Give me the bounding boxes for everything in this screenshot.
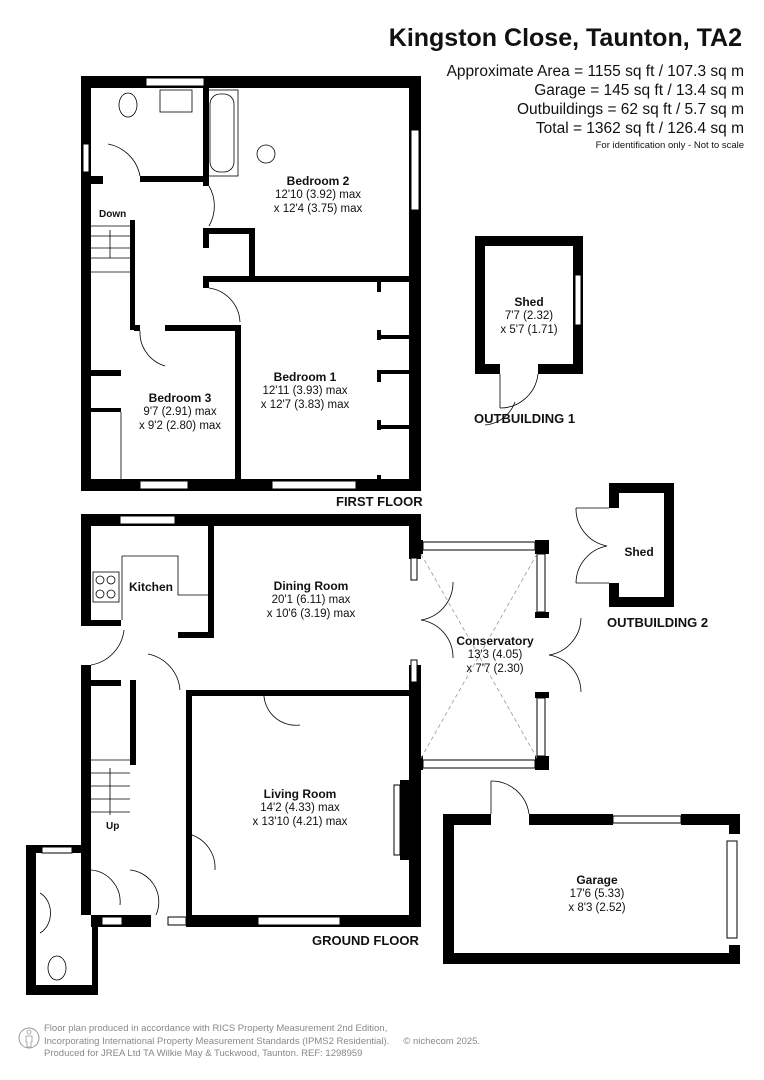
room-dimension: 12'10 (3.92) max bbox=[275, 189, 361, 201]
room-shed-2: Shed bbox=[624, 545, 653, 559]
room-dimension: x 8'3 (2.52) bbox=[568, 902, 626, 914]
room-name: Kitchen bbox=[128, 580, 174, 594]
room-dimension: 14'2 (4.33) max bbox=[260, 802, 340, 814]
outbuilding-2-label: OUTBUILDING 2 bbox=[607, 615, 709, 630]
room-bedroom-2: Bedroom 2 12'10 (3.92) max x 12'4 (3.75)… bbox=[274, 174, 363, 216]
stairs-down-label: Down bbox=[99, 209, 127, 220]
room-bedroom-1: Bedroom 1 12'11 (3.93) max x 12'7 (3.83)… bbox=[261, 370, 350, 412]
footer-line-1: Floor plan produced in accordance with R… bbox=[44, 1023, 388, 1034]
room-dimension: x 12'7 (3.83) max bbox=[260, 399, 350, 411]
room-dimension: x 13'10 (4.21) max bbox=[252, 816, 348, 828]
room-dimension: 17'6 (5.33) bbox=[569, 888, 625, 900]
room-name: Shed bbox=[624, 545, 654, 559]
room-name: Bedroom 1 bbox=[273, 370, 337, 384]
room-living-room: Living Room 14'2 (4.33) max x 13'10 (4.2… bbox=[253, 787, 348, 829]
stairs-up-label: Up bbox=[106, 821, 120, 832]
disclaimer: For identification only - Not to scale bbox=[595, 140, 744, 151]
ground-floor-label: GROUND FLOOR bbox=[312, 933, 419, 948]
person-icon bbox=[18, 1027, 40, 1049]
room-name: Bedroom 3 bbox=[148, 391, 212, 405]
area-approximate: Approximate Area = 1155 sq ft / 107.3 sq… bbox=[446, 63, 744, 80]
outbuilding-1-label: OUTBUILDING 1 bbox=[474, 411, 576, 426]
area-outbuildings: Outbuildings = 62 sq ft / 5.7 sq m bbox=[516, 101, 744, 118]
room-name: Shed bbox=[514, 295, 544, 309]
area-summary: Approximate Area = 1155 sq ft / 107.3 sq… bbox=[447, 62, 744, 138]
room-dimension: 20'1 (6.11) max bbox=[271, 594, 351, 606]
room-dimension: 13'3 (4.05) bbox=[467, 649, 523, 661]
room-dimension: 9'7 (2.91) max bbox=[143, 406, 217, 418]
room-kitchen: Kitchen bbox=[129, 580, 173, 594]
area-garage: Garage = 145 sq ft / 13.4 sq m bbox=[534, 82, 744, 99]
room-dimension: 7'7 (2.32) bbox=[504, 310, 554, 322]
room-conservatory: Conservatory 13'3 (4.05) x 7'7 (2.30) bbox=[456, 634, 533, 676]
room-dimension: 12'11 (3.93) max bbox=[262, 385, 348, 397]
room-dimension: x 7'7 (2.30) bbox=[466, 663, 524, 675]
room-name: Conservatory bbox=[456, 634, 534, 648]
room-bedroom-3: Bedroom 3 9'7 (2.91) max x 9'2 (2.80) ma… bbox=[139, 391, 221, 433]
room-dimension: x 5'7 (1.71) bbox=[500, 324, 558, 336]
room-name: Dining Room bbox=[273, 579, 349, 593]
first-floor-label: FIRST FLOOR bbox=[336, 494, 423, 509]
room-dining-room: Dining Room 20'1 (6.11) max x 10'6 (3.19… bbox=[267, 579, 356, 621]
property-title: Kingston Close, Taunton, TA2 bbox=[388, 24, 742, 52]
footer-copyright: © nichecom 2025. bbox=[403, 1035, 481, 1047]
room-name: Bedroom 2 bbox=[286, 174, 350, 188]
room-dimension: x 9'2 (2.80) max bbox=[138, 420, 222, 432]
footer-line-3: Produced for JREA Ltd TA Wilkie May & Tu… bbox=[44, 1048, 363, 1059]
footer-credits: Floor plan produced in accordance with R… bbox=[44, 1023, 480, 1061]
area-total: Total = 1362 sq ft / 126.4 sq m bbox=[535, 120, 744, 137]
footer-line-2: Incorporating International Property Mea… bbox=[44, 1035, 390, 1047]
room-dimension: x 10'6 (3.19) max bbox=[266, 608, 356, 620]
room-garage: Garage 17'6 (5.33) x 8'3 (2.52) bbox=[568, 873, 625, 915]
room-name: Living Room bbox=[263, 787, 337, 801]
room-name: Garage bbox=[576, 873, 618, 887]
room-shed-1: Shed 7'7 (2.32) x 5'7 (1.71) bbox=[500, 295, 557, 337]
room-dimension: x 12'4 (3.75) max bbox=[273, 203, 363, 215]
